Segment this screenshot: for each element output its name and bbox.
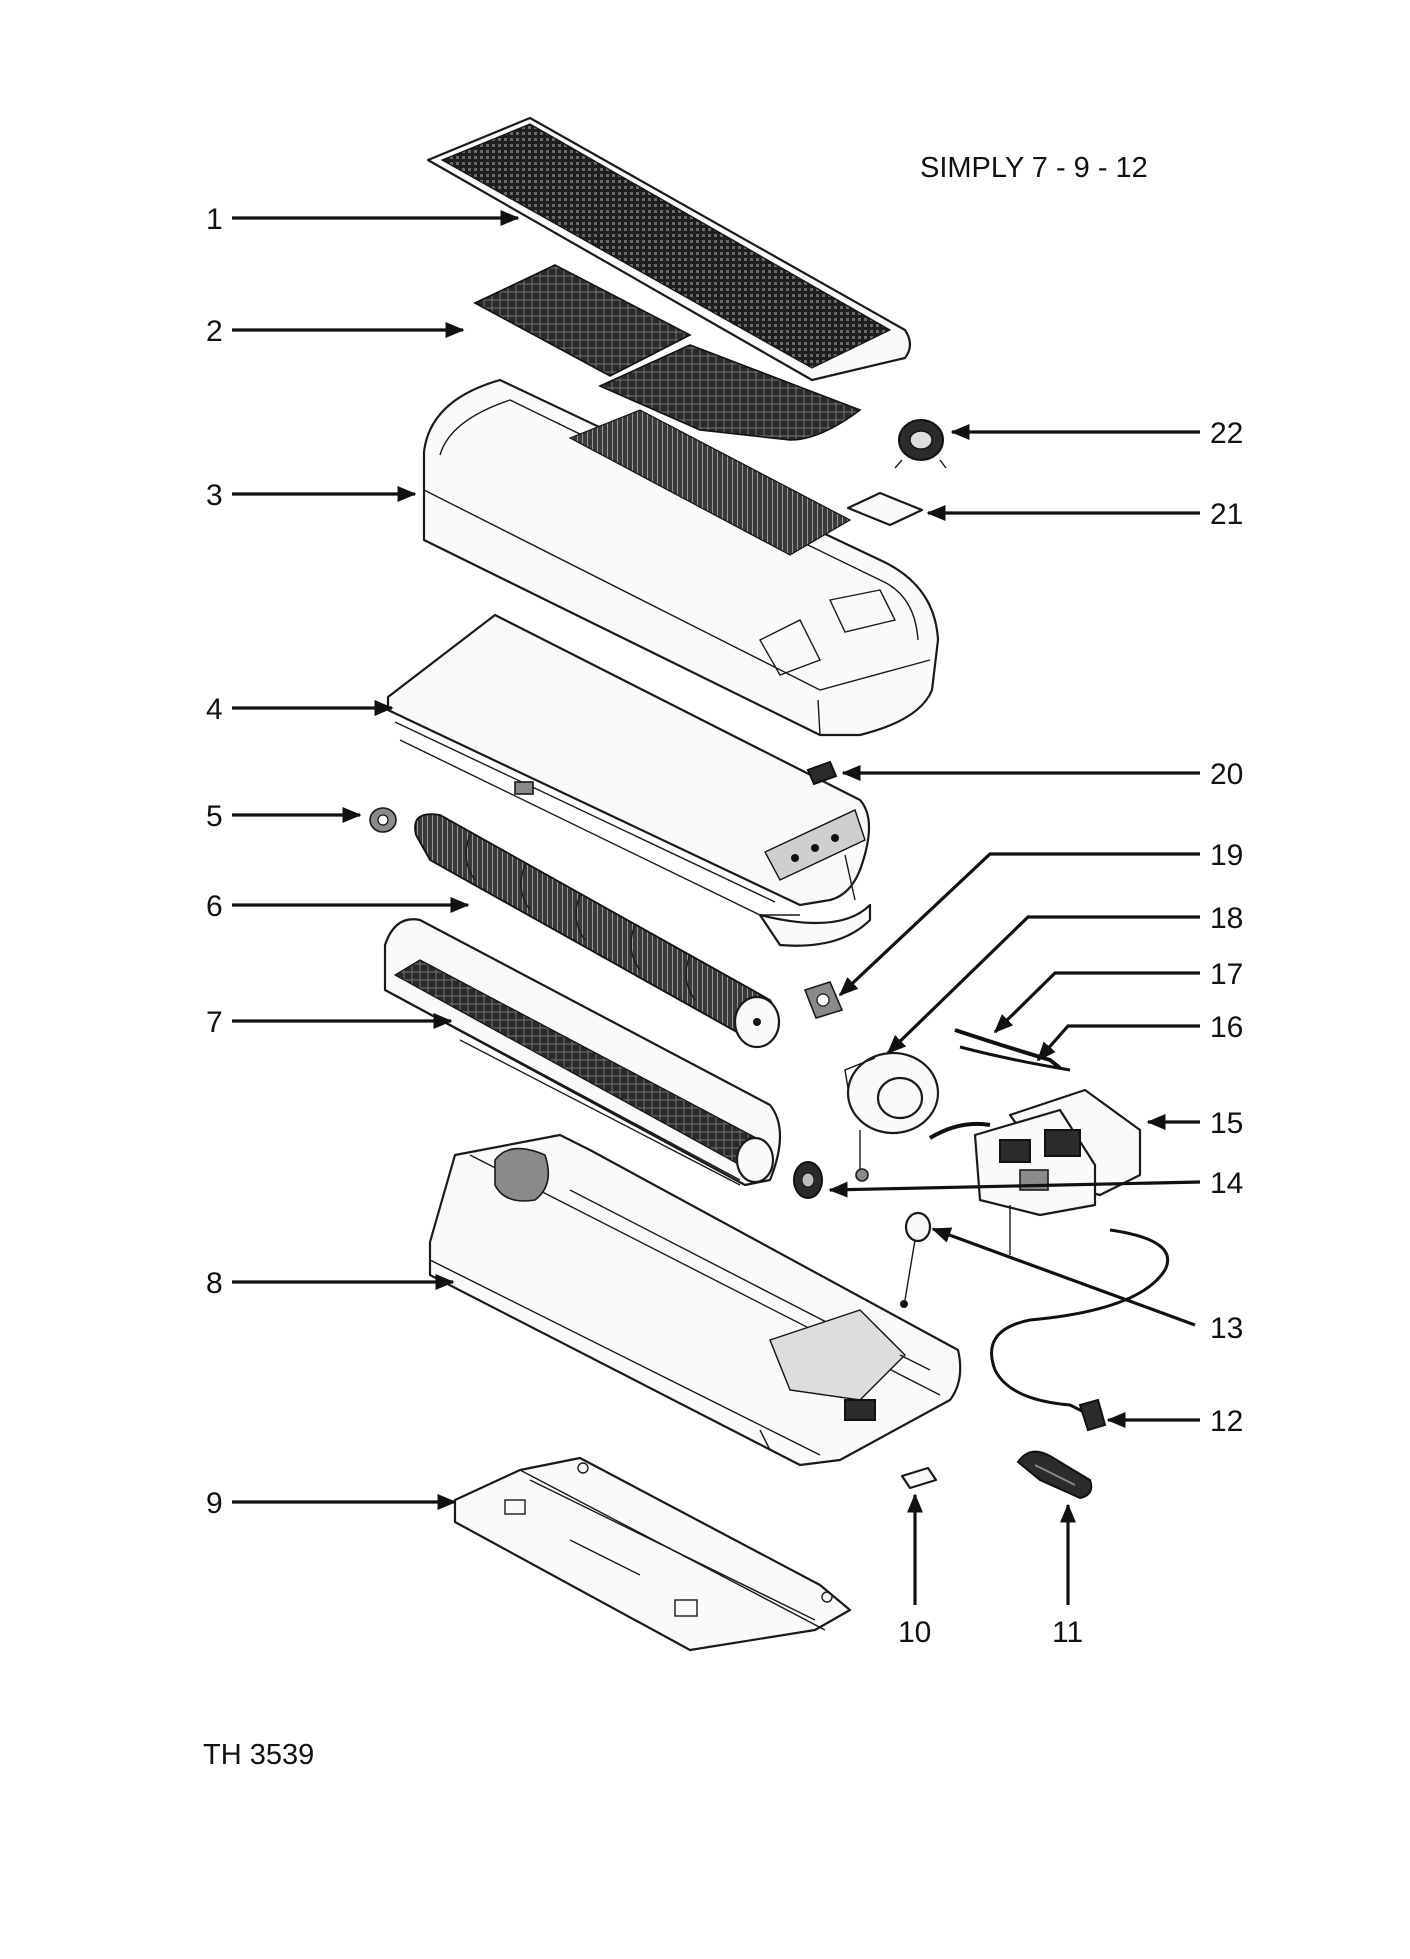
part-2-air-filters — [473, 264, 862, 441]
part-8-chassis — [428, 1133, 962, 1467]
callout-7: 7 — [206, 1006, 223, 1039]
part-18-fan-motor — [844, 1051, 940, 1182]
part-16-cable — [959, 1045, 1071, 1072]
part-13-sensor — [900, 1211, 932, 1308]
leader-arrows — [232, 210, 1201, 1605]
part-5-bearing — [369, 807, 397, 833]
callout-5: 5 — [206, 800, 223, 833]
callout-22: 22 — [1210, 417, 1243, 450]
callout-19: 19 — [1210, 839, 1243, 872]
callout-3: 3 — [206, 479, 223, 512]
part-7-evaporator — [383, 918, 782, 1187]
callout-labels: 1 2 3 4 5 6 7 8 9 10 11 12 13 14 15 16 1… — [206, 203, 1243, 1649]
part-3-front-cover — [422, 378, 940, 737]
leader-13 — [931, 1227, 1196, 1327]
drawing-code: TH 3539 — [203, 1739, 314, 1771]
callout-15: 15 — [1210, 1107, 1243, 1140]
part-1-front-grille — [426, 116, 912, 382]
callout-1: 1 — [206, 203, 223, 236]
part-6-tangential-fan — [414, 813, 781, 1049]
part-22-small-knob — [894, 419, 947, 469]
callout-12: 12 — [1210, 1405, 1243, 1438]
callout-6: 6 — [206, 890, 223, 923]
leader-16 — [1036, 1024, 1200, 1062]
part-12-power-cord — [990, 1228, 1170, 1432]
callout-20: 20 — [1210, 758, 1243, 791]
callout-17: 17 — [1210, 958, 1243, 991]
part-14-bearing — [793, 1161, 823, 1199]
callout-11: 11 — [1052, 1616, 1083, 1649]
part-4-top-cover — [386, 613, 872, 947]
callout-2: 2 — [206, 315, 223, 348]
model-title: SIMPLY 7 - 9 - 12 — [920, 152, 1148, 184]
part-15-control-box — [928, 1088, 1142, 1255]
callout-13: 13 — [1210, 1312, 1243, 1345]
leader-14 — [828, 1180, 1201, 1198]
callout-18: 18 — [1210, 902, 1243, 935]
callout-8: 8 — [206, 1267, 223, 1300]
part-20-clip — [806, 760, 838, 786]
callout-9: 9 — [206, 1487, 223, 1520]
callout-21: 21 — [1210, 498, 1243, 531]
leader-17 — [993, 971, 1200, 1034]
part-11-remote-control — [1016, 1450, 1093, 1500]
callout-16: 16 — [1210, 1011, 1243, 1044]
part-21-label-plate — [846, 491, 924, 527]
part-9-mounting-plate — [453, 1456, 852, 1652]
part-10-clip — [900, 1466, 938, 1490]
callout-10: 10 — [898, 1616, 931, 1649]
leader-18 — [886, 915, 1200, 1055]
callout-14: 14 — [1210, 1167, 1243, 1200]
leader-19 — [838, 852, 1200, 997]
callout-4: 4 — [206, 693, 223, 726]
part-19-bearing-holder — [803, 981, 844, 1019]
